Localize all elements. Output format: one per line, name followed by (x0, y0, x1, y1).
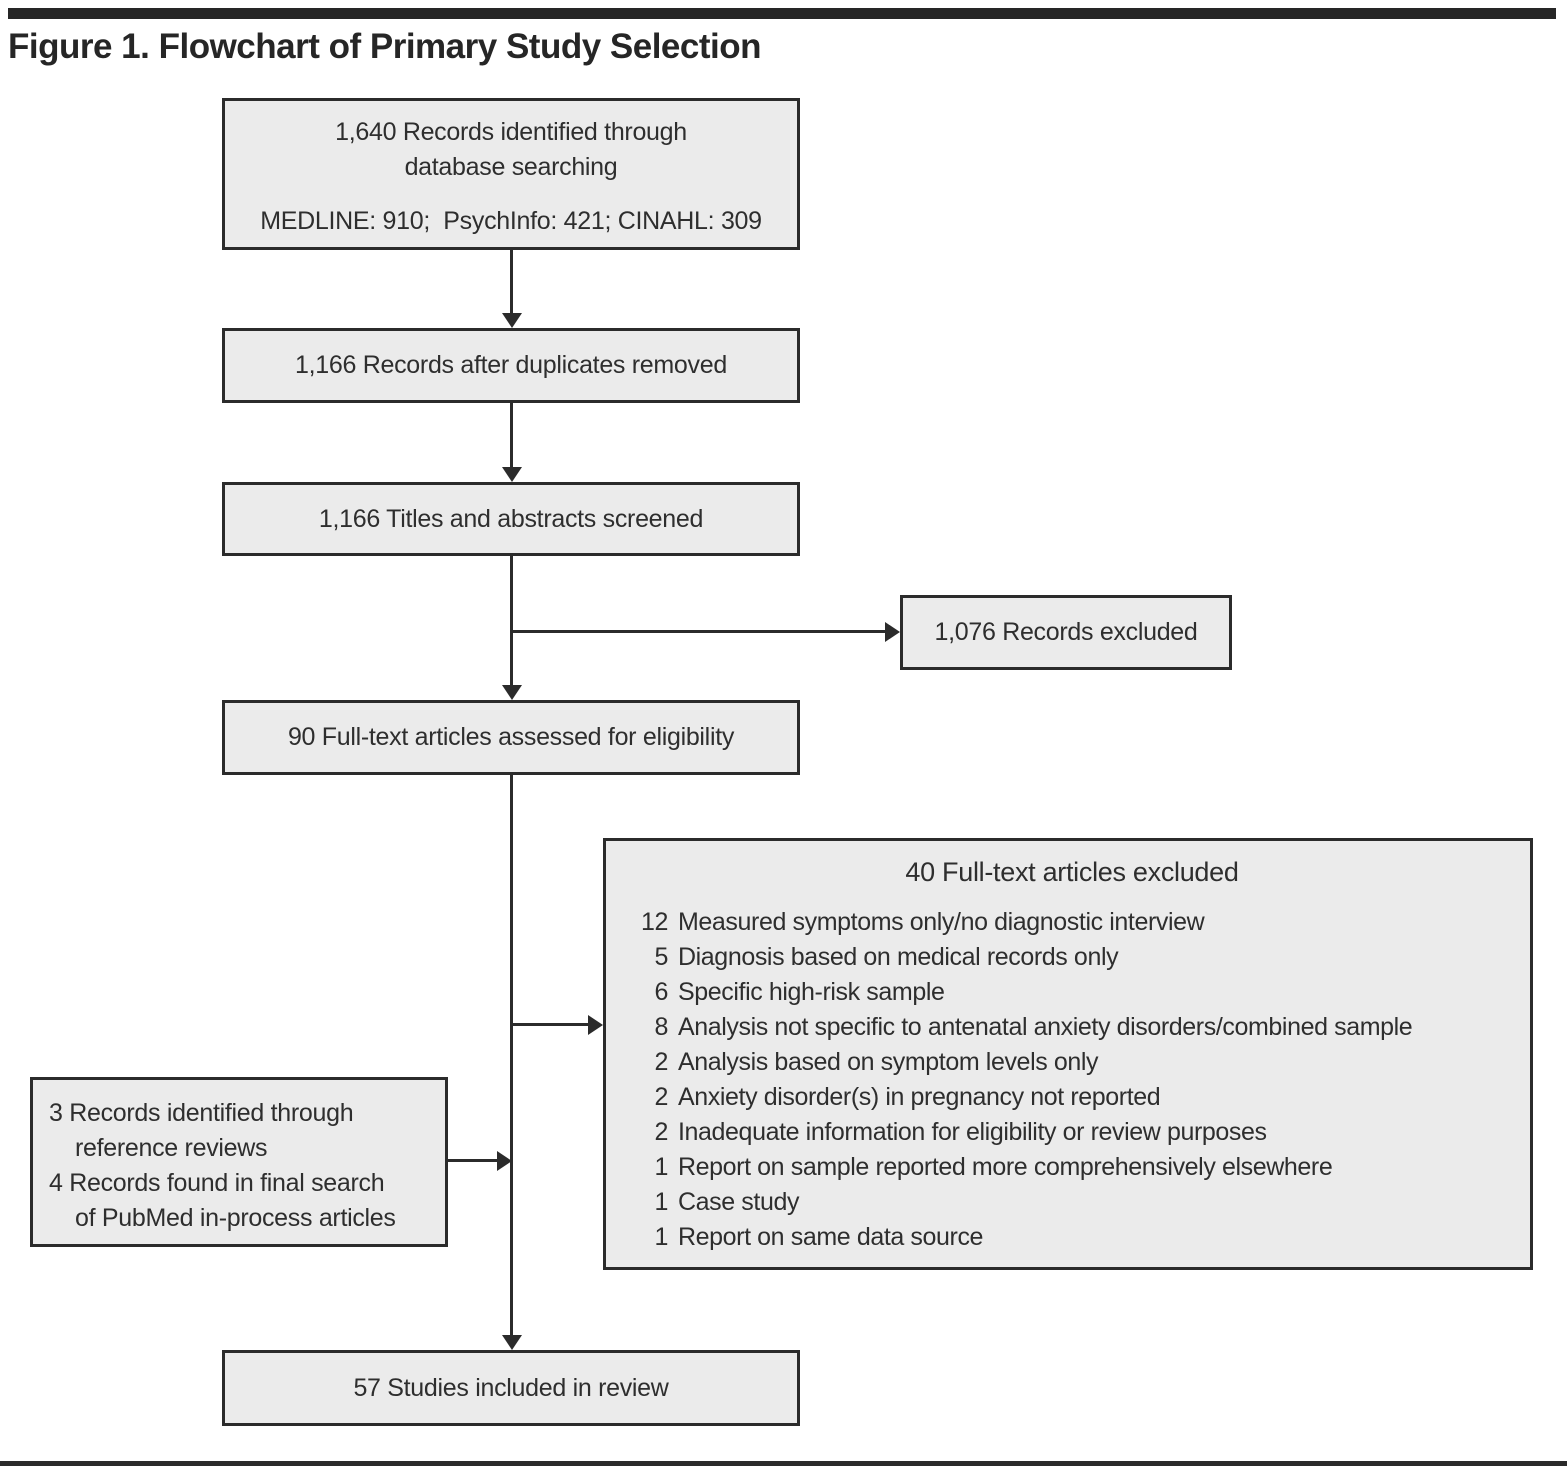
box-titles-screened: 1,166 Titles and abstracts screened (222, 482, 800, 556)
studies-included-label: 57 Studies included in review (353, 1373, 669, 1402)
additional-records-line: 4 Records found in final search (49, 1169, 385, 1197)
connector-line (510, 403, 513, 468)
reason-count: 1 (654, 1223, 668, 1251)
reason-count: 5 (654, 943, 668, 971)
reason-count: 2 (654, 1118, 668, 1146)
connector-line (448, 1159, 498, 1162)
connector-line (510, 556, 513, 686)
titles-screened-label: 1,166 Titles and abstracts screened (318, 504, 704, 533)
arrow-right-icon (588, 1015, 603, 1035)
reason-text: Measured symptoms only/no diagnostic int… (678, 908, 1205, 936)
box-studies-included: 57 Studies included in review (222, 1350, 800, 1426)
connector-line (511, 1023, 588, 1026)
box-duplicates-removed: 1,166 Records after duplicates removed (222, 328, 800, 403)
arrow-down-icon (502, 1335, 522, 1350)
reason-count: 12 (640, 908, 668, 936)
additional-records-line: reference reviews (75, 1134, 268, 1162)
reason-text: Case study (678, 1188, 800, 1216)
excluded-reason-row: 2 Analysis based on symptom levels only (624, 1045, 1520, 1080)
duplicates-removed-label: 1,166 Records after duplicates removed (295, 351, 727, 379)
reason-text: Specific high-risk sample (678, 978, 945, 1006)
reason-count: 2 (654, 1083, 668, 1111)
box-records-identified: 1,640 Records identified through databas… (222, 98, 800, 250)
reason-count: 6 (654, 978, 668, 1006)
reason-text: Diagnosis based on medical records only (678, 943, 1119, 971)
figure-title: Figure 1. Flowchart of Primary Study Sel… (8, 27, 762, 66)
reason-text: Analysis based on symptom levels only (678, 1048, 1099, 1076)
excluded-reason-row: 5 Diagnosis based on medical records onl… (624, 940, 1520, 975)
box-additional-records: 3 Records identified through reference r… (30, 1077, 448, 1247)
excluded-reason-row: 1 Report on same data source (624, 1220, 1520, 1255)
connector-line (510, 775, 513, 1336)
records-identified-sources: MEDLINE: 910; PsychInfo: 421; CINAHL: 30… (260, 207, 762, 235)
excluded-reason-row: 12 Measured symptoms only/no diagnostic … (624, 905, 1520, 940)
excluded-reason-row: 6 Specific high-risk sample (624, 975, 1520, 1010)
records-excluded-label: 1,076 Records excluded (934, 618, 1198, 646)
reason-text: Anxiety disorder(s) in pregnancy not rep… (678, 1083, 1161, 1111)
box-fulltext-assessed: 90 Full-text articles assessed for eligi… (222, 700, 800, 775)
reason-text: Analysis not specific to antenatal anxie… (678, 1013, 1413, 1041)
arrow-right-icon (497, 1151, 512, 1171)
arrow-right-icon (885, 622, 900, 642)
excluded-reason-row: 1 Report on sample reported more compreh… (624, 1150, 1520, 1185)
excluded-reason-row: 8 Analysis not specific to antenatal anx… (624, 1010, 1520, 1045)
connector-line (510, 250, 513, 314)
excluded-reason-row: 2 Anxiety disorder(s) in pregnancy not r… (624, 1080, 1520, 1115)
box-fulltext-excluded: 40 Full-text articles excluded 12 Measur… (603, 838, 1533, 1270)
reason-count: 8 (654, 1013, 668, 1041)
records-identified-line1: 1,640 Records identified through (335, 118, 687, 146)
fulltext-excluded-title: 40 Full-text articles excluded (905, 857, 1239, 887)
reason-count: 1 (654, 1153, 668, 1181)
excluded-reason-row: 2 Inadequate information for eligibility… (624, 1115, 1520, 1150)
fulltext-assessed-label: 90 Full-text articles assessed for eligi… (287, 723, 735, 751)
reason-text: Report on sample reported more comprehen… (678, 1153, 1333, 1181)
excluded-reason-row: 1 Case study (624, 1185, 1520, 1220)
top-rule (8, 8, 1556, 19)
connector-line (511, 630, 885, 633)
additional-records-line: of PubMed in-process articles (75, 1204, 396, 1232)
arrow-down-icon (502, 467, 522, 482)
bottom-rule (0, 1461, 1567, 1466)
reason-text: Inadequate information for eligibility o… (678, 1118, 1267, 1146)
box-records-excluded: 1,076 Records excluded (900, 595, 1232, 670)
arrow-down-icon (502, 685, 522, 700)
records-identified-line2: database searching (404, 153, 618, 181)
reason-text: Report on same data source (678, 1223, 984, 1251)
reason-count: 2 (654, 1048, 668, 1076)
reason-count: 1 (654, 1188, 668, 1216)
arrow-down-icon (502, 313, 522, 328)
additional-records-line: 3 Records identified through (49, 1099, 354, 1127)
